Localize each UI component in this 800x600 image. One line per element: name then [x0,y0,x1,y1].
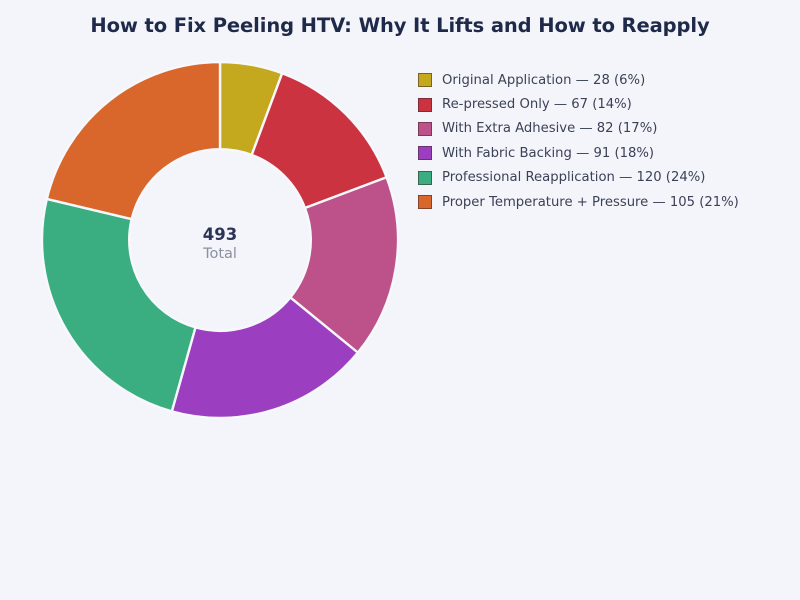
donut-chart-svg [40,60,400,420]
legend-swatch-icon [418,121,432,136]
legend-item-label: Re-pressed Only — 67 (14%) [442,96,632,112]
legend-item[interactable]: Professional Reapplication — 120 (24%) [418,166,788,190]
legend-item[interactable]: Proper Temperature + Pressure — 105 (21%… [418,190,788,214]
donut-slice[interactable] [170,296,360,420]
legend-swatch-icon [418,170,432,185]
legend-swatch-icon [418,146,432,161]
legend-item-label: With Extra Adhesive — 82 (17%) [442,121,658,137]
chart-legend: Original Application — 28 (6%) Re-pressed… [418,68,788,214]
donut-slice[interactable] [40,197,197,413]
center-total-value: 493 [202,225,238,244]
legend-item[interactable]: Original Application — 28 (6%) [418,68,788,92]
legend-item-label: With Fabric Backing — 91 (18%) [442,145,655,161]
center-total-label: Total [203,246,237,262]
page-title: How to Fix Peeling HTV: Why It Lifts and… [90,14,710,37]
legend-item-label: Proper Temperature + Pressure — 105 (21%… [442,194,739,210]
legend-item[interactable]: With Fabric Backing — 91 (18%) [418,141,788,165]
donut-slice-group [40,60,400,420]
legend-swatch-icon [418,195,432,210]
legend-item[interactable]: Re-pressed Only — 67 (14%) [418,92,788,116]
donut-slice[interactable] [289,176,400,354]
legend-swatch-icon [418,73,432,88]
donut-slice[interactable] [45,60,222,221]
legend-item-label: Professional Reapplication — 120 (24%) [442,170,706,186]
donut-chart: 493 Total [40,60,400,420]
legend-swatch-icon [418,97,432,112]
legend-item-label: Original Application — 28 (6%) [442,72,646,88]
legend-item[interactable]: With Extra Adhesive — 82 (17%) [418,117,788,141]
